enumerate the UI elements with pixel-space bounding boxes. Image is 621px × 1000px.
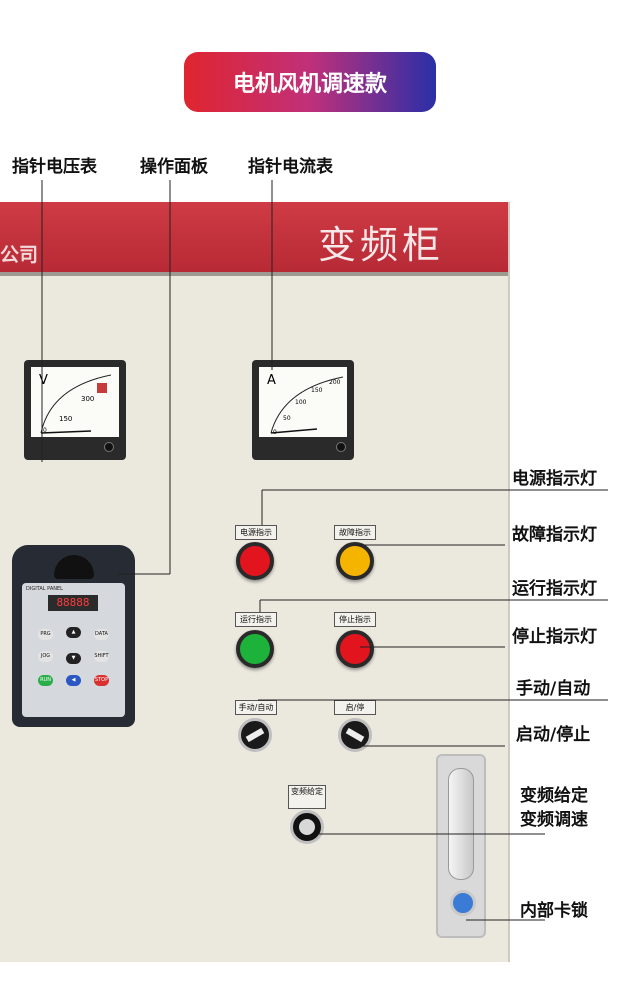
lamp-label-run: 运行指示: [235, 612, 277, 627]
cabinet-header: [0, 202, 508, 276]
vfd-key-prg[interactable]: PRG: [38, 629, 53, 640]
start-stop-switch-lever: [345, 727, 365, 743]
manual-auto-switch-lever: [245, 727, 265, 743]
callout-ammeter: 指针电流表: [248, 157, 333, 177]
vfd-operation-panel[interactable]: DIGITAL PANEL 88888 PRG ▲ DATA JOG ▼ SHI…: [12, 545, 135, 727]
banner-title: 电机风机调速款: [232, 72, 387, 97]
power-indicator-lamp: [236, 542, 274, 580]
vfd-display: 88888: [48, 595, 98, 611]
vfd-brand: DIGITAL PANEL: [26, 586, 63, 592]
door-handle-plate: [436, 754, 486, 938]
vfd-key-run[interactable]: RUN: [38, 675, 53, 686]
ammeter-adjust-screw: [336, 442, 346, 452]
voltmeter-logo: [97, 383, 107, 393]
voltmeter-tick-300: 300: [81, 395, 95, 403]
ammeter-needle: [270, 428, 318, 434]
callout-run-lamp: 运行指示灯: [512, 579, 597, 599]
vfd-key-down[interactable]: ▼: [66, 653, 81, 664]
ammeter-tick-50: 50: [283, 415, 291, 422]
ammeter: A 0 50 100 150 200: [252, 360, 354, 460]
voltmeter: V 0 150 300: [24, 360, 126, 460]
lamp-label-fault: 故障指示: [334, 525, 376, 540]
voltmeter-adjust-screw: [104, 442, 114, 452]
switch-label-start-stop: 启/停: [334, 700, 376, 715]
callout-stop-lamp: 停止指示灯: [512, 627, 597, 647]
voltmeter-tick-0: 0: [43, 427, 47, 434]
speed-knob-cap: [299, 819, 315, 835]
voltmeter-tick-150: 150: [59, 415, 73, 423]
vfd-key-jog[interactable]: JOG: [38, 651, 53, 662]
callout-manual-auto: 手动/自动: [516, 679, 591, 699]
vfd-faceplate: DIGITAL PANEL 88888 PRG ▲ DATA JOG ▼ SHI…: [22, 583, 125, 717]
cabinet-title: 变频柜: [318, 223, 445, 267]
ammeter-scale: [270, 376, 344, 434]
start-stop-selector-switch[interactable]: [338, 718, 372, 752]
ammeter-tick-100: 100: [295, 399, 307, 406]
vfd-key-up[interactable]: ▲: [66, 627, 81, 638]
vfd-key-left[interactable]: ◀: [66, 675, 81, 686]
vfd-key-stop[interactable]: STOP: [94, 675, 109, 686]
lock-cylinder-icon[interactable]: [450, 890, 476, 916]
lamp-label-power: 电源指示: [235, 525, 277, 540]
callout-lock: 内部卡锁: [520, 901, 588, 921]
callout-power-lamp: 电源指示灯: [512, 469, 597, 489]
lamp-label-stop: 停止指示: [334, 612, 376, 627]
callout-freq-setting-line2: 变频调速: [520, 810, 588, 830]
voltmeter-scale: [40, 374, 112, 434]
callout-voltmeter: 指针电压表: [12, 157, 97, 177]
door-handle[interactable]: [448, 768, 474, 880]
callout-panel: 操作面板: [140, 157, 208, 177]
title-banner: 电机风机调速款: [184, 52, 436, 112]
manual-auto-selector-switch[interactable]: [238, 718, 272, 752]
voltmeter-unit: V: [39, 373, 48, 388]
frequency-speed-knob[interactable]: [290, 810, 324, 844]
vfd-key-shift[interactable]: SHIFT: [94, 651, 109, 662]
callout-freq-setting-line1: 变频给定: [520, 786, 588, 806]
ammeter-unit: A: [267, 373, 276, 388]
switch-label-manual-auto: 手动/自动: [235, 700, 277, 715]
vfd-key-data[interactable]: DATA: [94, 629, 109, 640]
speed-knob-label: 变频给定: [288, 785, 326, 809]
ammeter-tick-200: 200: [329, 379, 341, 386]
callout-fault-lamp: 故障指示灯: [512, 525, 597, 545]
voltmeter-needle: [40, 430, 92, 434]
company-fragment: 公司: [0, 244, 39, 266]
callout-freq-setting: 变频给定 变频调速: [520, 784, 588, 832]
run-indicator-lamp: [236, 630, 274, 668]
vfd-handle: [54, 555, 94, 579]
fault-indicator-lamp: [336, 542, 374, 580]
stop-indicator-lamp: [336, 630, 374, 668]
vfd-keypad: PRG ▲ DATA JOG ▼ SHIFT RUN ◀ STOP: [22, 623, 125, 713]
ammeter-tick-150: 150: [311, 387, 323, 394]
callout-start-stop: 启动/停止: [516, 725, 591, 745]
